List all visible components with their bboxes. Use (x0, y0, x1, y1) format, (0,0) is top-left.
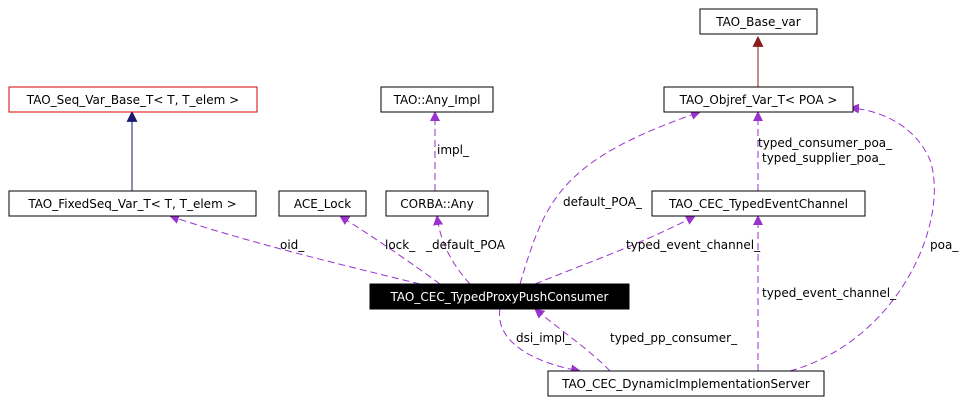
label-typed-event-channel-2: typed_event_channel_ (762, 286, 897, 300)
label-default-poa-2: default_POA_ (563, 195, 643, 209)
label-typed-event-channel-1: typed_event_channel_ (626, 238, 761, 252)
svg-text:CORBA::Any: CORBA::Any (400, 197, 473, 211)
edges (126, 35, 935, 375)
label-oid: oid_ (280, 238, 305, 252)
edge-dynamic-server-to-consumer (534, 308, 611, 372)
node-objref-var[interactable]: TAO_Objref_Var_T< POA > (663, 86, 854, 113)
svg-text:TAO_CEC_DynamicImplementationS: TAO_CEC_DynamicImplementationServer (561, 377, 810, 391)
edge-consumer-to-dynamic-server (499, 308, 581, 375)
svg-text:TAO::Any_Impl: TAO::Any_Impl (393, 93, 481, 107)
edge-consumer-to-ace-lock (339, 215, 441, 285)
label-typed-supplier-poa: typed_supplier_poa_ (762, 151, 886, 165)
edge-consumer-to-fixedseq (169, 214, 421, 285)
node-fixedseq-var[interactable]: TAO_FixedSeq_Var_T< T, T_elem > (8, 190, 257, 217)
node-dynamic-implementation-server[interactable]: TAO_CEC_DynamicImplementationServer (547, 370, 825, 397)
node-base-var[interactable]: TAO_Base_var (699, 8, 818, 35)
node-ace-lock[interactable]: ACE_Lock (278, 190, 367, 217)
node-typed-event-channel[interactable]: TAO_CEC_TypedEventChannel (651, 190, 866, 217)
svg-text:TAO_CEC_TypedEventChannel: TAO_CEC_TypedEventChannel (668, 197, 848, 211)
label-lock: lock_ (385, 238, 416, 252)
svg-text:TAO_Base_var: TAO_Base_var (715, 15, 801, 29)
svg-text:TAO_CEC_TypedProxyPushConsumer: TAO_CEC_TypedProxyPushConsumer (390, 290, 609, 304)
edge-dynamic-server-to-objref (789, 103, 935, 372)
svg-text:ACE_Lock: ACE_Lock (294, 197, 351, 211)
edge-consumer-to-corba-any (433, 215, 471, 285)
svg-text:TAO_Seq_Var_Base_T< T, T_elem: TAO_Seq_Var_Base_T< T, T_elem > (26, 93, 239, 107)
label-typed-consumer-poa: typed_consumer_poa_ (758, 136, 893, 150)
edge-consumer-to-typed-event-channel (534, 215, 696, 285)
edge-labels: impl_ oid_ lock_ _default_POA default_PO… (280, 136, 959, 345)
node-typed-proxy-push-consumer[interactable]: TAO_CEC_TypedProxyPushConsumer (369, 283, 630, 310)
svg-text:TAO_FixedSeq_Var_T< T, T_elem: TAO_FixedSeq_Var_T< T, T_elem > (27, 197, 236, 211)
label-poa: poa_ (930, 238, 959, 252)
node-any-impl[interactable]: TAO::Any_Impl (380, 86, 494, 113)
nodes: TAO_Base_var TAO_Seq_Var_Base_T< T, T_el… (8, 8, 866, 397)
node-corba-any[interactable]: CORBA::Any (385, 190, 489, 217)
label-typed-pp-consumer: typed_pp_consumer_ (610, 331, 738, 345)
label-dsi-impl: dsi_impl_ (516, 331, 572, 345)
edge-consumer-to-objref (519, 110, 701, 285)
node-seq-var-base[interactable]: TAO_Seq_Var_Base_T< T, T_elem > (8, 86, 258, 113)
label-impl: impl_ (437, 143, 470, 157)
svg-text:TAO_Objref_Var_T< POA >: TAO_Objref_Var_T< POA > (679, 93, 838, 107)
label-default-poa-1: _default_POA (425, 238, 506, 252)
